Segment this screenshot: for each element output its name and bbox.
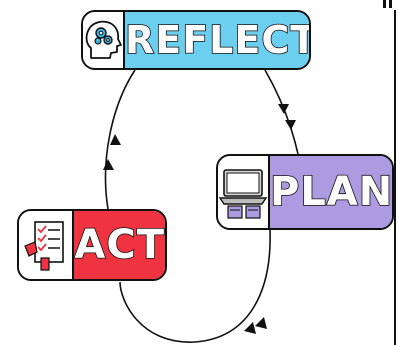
corner-glyph [383,0,386,8]
reflect-card: REFLECT [81,10,311,70]
arrowhead-5 [103,159,114,170]
arrowhead-1 [278,104,289,114]
arrowhead-4 [244,322,256,334]
act-card: ACT [17,209,167,281]
arrowhead-2 [285,120,296,130]
laptop-planning-icon [218,156,270,228]
arc-act-to-reflect [104,69,136,210]
plan-card: PLAN [216,154,394,230]
reflect-label: REFLECT [124,12,309,68]
plan-label: PLAN [269,156,392,228]
arrowhead-6 [110,134,121,145]
arc-reflect-to-plan [264,69,299,155]
arc-plan-to-act [119,229,271,343]
act-label: ACT [74,211,165,279]
checklist-icon [19,211,75,279]
arrowhead-3 [255,317,267,329]
head-gears-icon [83,12,125,68]
